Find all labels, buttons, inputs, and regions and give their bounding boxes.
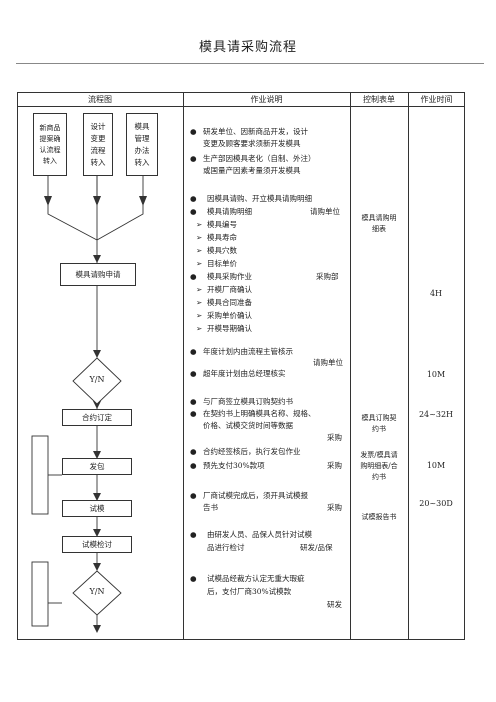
desc-unit: 采购: [327, 433, 342, 442]
step-trial-review: 试模检讨: [62, 536, 132, 553]
desc-text: 告书: [203, 503, 218, 512]
desc-unit: 研发: [327, 600, 342, 609]
desc-text: 预先支付30%款项: [203, 461, 265, 470]
desc-text: 开模厂商确认: [207, 285, 252, 294]
work-time: 10M: [426, 461, 446, 470]
desc-text: 目标单价: [207, 259, 237, 268]
desc-text: 生产部因模具老化（自制、外注）: [203, 154, 316, 163]
bullet-icon: ●: [190, 154, 197, 163]
desc-text: 由研发人员、品保人员针对试模: [207, 530, 312, 539]
desc-text: 研发单位、因新商品开发，设计: [203, 127, 308, 136]
desc-text: 变更及顾客要求须新开发模具: [203, 139, 301, 148]
bullet-icon: ●: [190, 461, 197, 470]
column-divider: [408, 92, 409, 640]
header-desc: 作业说明: [183, 92, 350, 107]
column-divider: [183, 92, 184, 640]
arrow-bullet-icon: ➢: [196, 246, 203, 255]
step-contract: 合约订定: [62, 409, 132, 426]
desc-text: 与厂商签立模具订购契约书: [203, 397, 293, 406]
work-time: 10M: [426, 370, 446, 379]
desc-text: 模具寿命: [207, 233, 237, 242]
step-mold-request: 模具请购申请: [60, 263, 136, 286]
desc-text: 因模具请购、开立模具请购明细: [207, 194, 312, 203]
decision-label: Y/N: [89, 375, 105, 384]
control-form: 模具请购明 细表: [361, 214, 397, 233]
desc-unit: 研发/品保: [300, 543, 333, 552]
bullet-icon: ●: [190, 194, 197, 203]
arrow-bullet-icon: ➢: [196, 285, 203, 294]
control-form: 模具订购契 约书: [361, 414, 397, 433]
desc-text: 模具合同准备: [207, 298, 252, 307]
work-time: 24~32H: [418, 410, 454, 419]
desc-text: 价格、试模交货时间等数据: [203, 421, 293, 430]
bullet-icon: ●: [190, 369, 197, 378]
arrow-bullet-icon: ➢: [196, 233, 203, 242]
process-table: [17, 92, 465, 640]
desc-unit: 采购部: [316, 272, 339, 281]
bullet-icon: ●: [190, 447, 197, 456]
decision-label: Y/N: [89, 587, 105, 596]
desc-text: 品进行检讨: [207, 543, 245, 552]
bullet-icon: ●: [190, 347, 197, 356]
step-dispatch: 发包: [62, 458, 132, 475]
desc-text: 合约经签核后，执行发包作业: [203, 447, 301, 456]
bullet-icon: ●: [190, 207, 197, 216]
decision-diamond: [72, 357, 122, 405]
bullet-icon: ●: [190, 574, 197, 583]
desc-text: 模具穴数: [207, 246, 237, 255]
decision-diamond: [72, 570, 122, 616]
bullet-icon: ●: [190, 397, 197, 406]
desc-text: 模具采购作业: [207, 272, 252, 281]
source-new-product: 新商品 提案确 认流程 转入: [33, 113, 67, 176]
desc-text: 超年度计划由总经理核实: [203, 369, 286, 378]
work-time: 4H: [429, 289, 443, 298]
desc-text: 采购单价确认: [207, 311, 252, 320]
desc-text: 试模品经裁方认定无重大瑕疵: [207, 574, 305, 583]
header-control: 控制表单: [350, 92, 408, 107]
header-flow: 流程图: [17, 92, 183, 107]
bullet-icon: ●: [190, 530, 197, 539]
header-time: 作业时间: [408, 92, 465, 107]
arrow-bullet-icon: ➢: [196, 311, 203, 320]
arrow-bullet-icon: ➢: [196, 220, 203, 229]
work-time: 20~30D: [419, 499, 453, 508]
column-divider: [350, 92, 351, 640]
source-design-change: 设计 变更 流程 转入: [83, 113, 113, 176]
bullet-icon: ●: [190, 491, 197, 500]
arrow-bullet-icon: ➢: [196, 324, 203, 333]
title-divider: [16, 63, 484, 64]
desc-unit: 采购: [327, 461, 342, 470]
bullet-icon: ●: [190, 127, 197, 136]
desc-text: 年度计划内由流程主管核示: [203, 347, 293, 356]
desc-text: 模具编号: [207, 220, 237, 229]
step-trial: 试模: [62, 500, 132, 517]
desc-unit: 采购: [327, 503, 342, 512]
desc-text: 模具请购明细: [207, 207, 252, 216]
desc-unit: 请购单位: [310, 207, 340, 216]
control-form: 试模报告书: [361, 513, 397, 521]
page-title: 模具请采购流程: [198, 40, 297, 55]
desc-text: 开模导期确认: [207, 324, 252, 333]
bullet-icon: ●: [190, 272, 197, 281]
source-mold-management: 模具 管理 办法 转入: [126, 113, 158, 176]
desc-text: 或国量产因素考量须开发模具: [203, 166, 301, 175]
arrow-bullet-icon: ➢: [196, 298, 203, 307]
control-form: 发票/模具请 购明细表/合 约书: [360, 451, 398, 481]
bullet-icon: ●: [190, 409, 197, 418]
arrow-bullet-icon: ➢: [196, 259, 203, 268]
desc-text: 厂商试模完成后，须开具试模报: [203, 491, 308, 500]
desc-unit: 请购单位: [313, 358, 343, 367]
desc-text: 后，支付厂商30%试模款: [207, 587, 292, 596]
desc-text: 在契约书上明确模具名称、规格、: [203, 409, 316, 418]
